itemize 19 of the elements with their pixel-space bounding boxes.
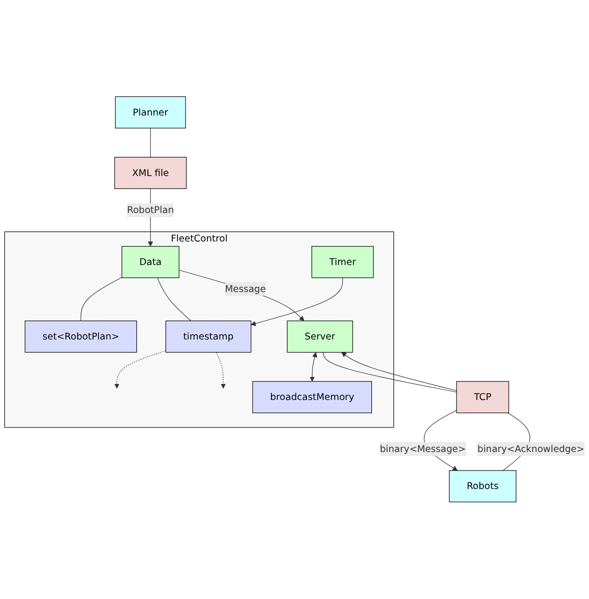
process-box: XML file [114, 157, 187, 190]
arrow [310, 352, 318, 382]
process-box: TCP [456, 381, 510, 414]
connector-line [157, 278, 192, 322]
connector-line [80, 277, 122, 322]
arrow [341, 352, 457, 392]
process-box: Robots [448, 470, 516, 502]
process-box: broadcastMemory [252, 381, 372, 414]
process-box: Server [286, 320, 353, 353]
process-box: set<RobotPlan> [24, 320, 137, 353]
dotted-arrow [216, 352, 226, 389]
process-box: Timer [312, 246, 374, 278]
process-box: timestamp [166, 320, 252, 353]
dotted-arrow [114, 350, 166, 389]
arrow [250, 278, 343, 326]
connector-line [150, 128, 151, 158]
process-box: Data [122, 246, 180, 278]
process-box: Planner [115, 96, 186, 129]
connector-line [322, 352, 457, 393]
